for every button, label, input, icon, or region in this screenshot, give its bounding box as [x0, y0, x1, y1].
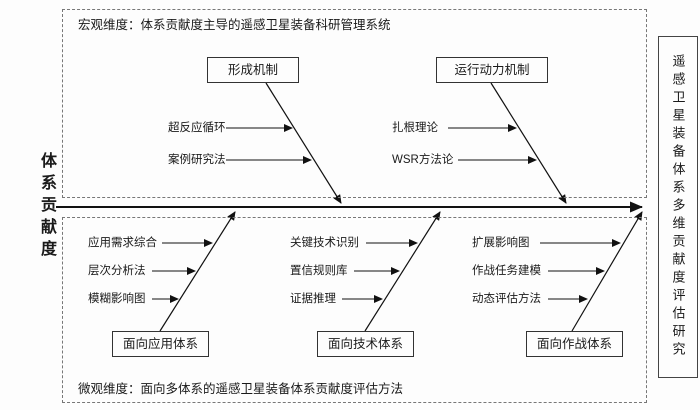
branch-line-combat [571, 211, 643, 332]
branch-line-formation [265, 82, 342, 204]
item-label: 动态评估方法 [472, 293, 541, 305]
item-label: 扎根理论 [392, 122, 438, 134]
item-label: 模糊影响图 [88, 293, 146, 305]
item-label: 超反应循环 [168, 122, 226, 134]
item-label: 作战任务建模 [472, 265, 541, 277]
item-label: 关键技术识别 [290, 237, 359, 249]
item-label: WSR方法论 [392, 154, 454, 166]
item-label: 证据推理 [290, 293, 336, 305]
item-label: 案例研究法 [168, 154, 226, 166]
item-label: 应用需求综合 [88, 237, 157, 249]
branch-box-application: 面向应用体系 [112, 331, 209, 357]
micro-region-title: 微观维度：面向多体系的遥感卫星装备体系贡献度评估方法 [78, 382, 404, 396]
item-label: 置信规则库 [290, 265, 348, 277]
macro-region [62, 9, 647, 198]
item-label: 扩展影响图 [472, 237, 530, 249]
head-label: 遥感卫星装备体系多维贡献度评估研究 [670, 54, 686, 360]
branch-line-application [159, 211, 236, 332]
item-label: 层次分析法 [88, 265, 146, 277]
micro-region [62, 217, 647, 403]
branch-box-technology: 面向技术体系 [317, 331, 414, 357]
branch-line-technology [364, 211, 441, 332]
branch-box-combat: 面向作战体系 [526, 331, 623, 357]
branch-box-dynamics: 运行动力机制 [436, 57, 548, 83]
head-box: 遥感卫星装备体系多维贡献度评估研究 [658, 36, 698, 378]
macro-region-title: 宏观维度：体系贡献度主导的遥感卫星装备科研管理系统 [78, 18, 391, 32]
branch-box-formation: 形成机制 [207, 57, 299, 83]
branch-line-dynamics [490, 82, 567, 204]
tail-label: 体系贡献度 [38, 152, 55, 262]
